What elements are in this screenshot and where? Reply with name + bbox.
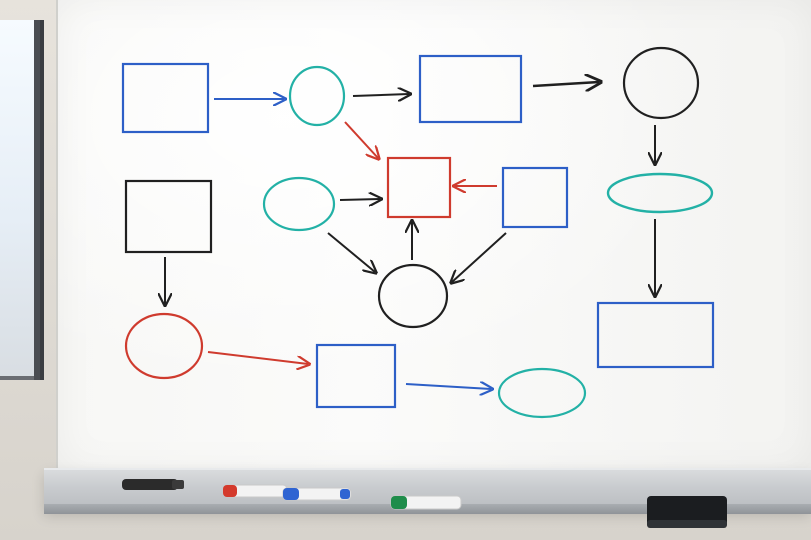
flowchart-box-red	[386, 156, 452, 219]
marker-blue[interactable]	[282, 487, 352, 501]
eraser[interactable]	[647, 496, 727, 528]
flowchart-arrow-blue	[405, 384, 491, 389]
marker-red[interactable]	[222, 484, 288, 498]
flowchart-box-blue	[418, 54, 523, 124]
flowchart-arrow-black	[327, 232, 375, 272]
flowchart-arrow-red	[207, 351, 308, 364]
whiteboard	[56, 0, 811, 470]
flowchart-ellipse-teal	[288, 65, 346, 127]
flowchart-ellipse-red	[124, 312, 204, 380]
flowchart-arrow-black	[339, 199, 380, 200]
flowchart-arrow-black	[532, 82, 599, 86]
window	[0, 20, 40, 380]
flowchart-arrow-black	[352, 94, 409, 96]
flowchart-box-blue	[501, 166, 569, 229]
marker-black[interactable]	[122, 479, 184, 490]
flowchart-ellipse-teal	[606, 172, 714, 214]
flowchart-ellipse-teal	[497, 367, 587, 419]
flowchart-box-black	[124, 179, 213, 254]
flowchart-arrow-black	[452, 232, 507, 282]
flowchart-arrow-red	[344, 121, 378, 158]
flowchart-ellipse-black	[377, 263, 449, 329]
flowchart-ellipse-teal	[262, 176, 336, 232]
marker-green[interactable]	[390, 495, 462, 510]
flowchart-box-blue	[596, 301, 715, 369]
flowchart-box-blue	[315, 343, 397, 409]
flowchart-box-blue	[121, 62, 210, 134]
flowchart-ellipse-black	[622, 46, 700, 120]
window-frame	[0, 20, 44, 380]
